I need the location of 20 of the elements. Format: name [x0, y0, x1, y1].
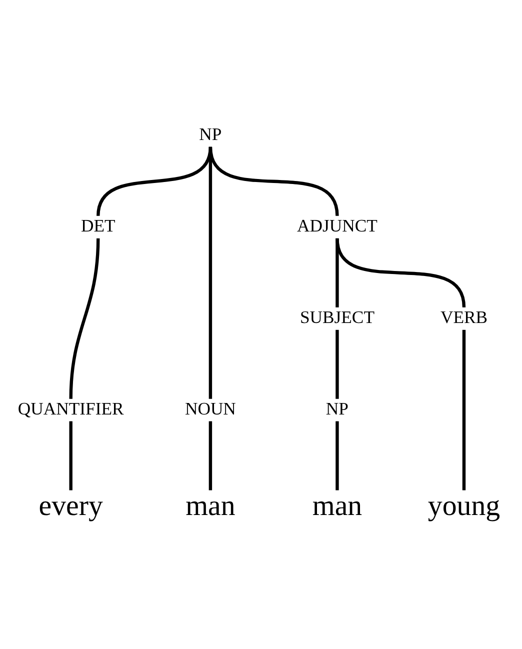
connector: [336, 329, 339, 398]
node-text: NP: [326, 398, 348, 418]
connector: [462, 329, 466, 490]
node-text: every: [38, 489, 103, 522]
connector: [336, 420, 339, 490]
node-text: VERB: [440, 306, 488, 327]
connector: [208, 146, 339, 216]
node-text: DET: [80, 215, 116, 236]
node-text: man: [186, 489, 236, 522]
connector: [336, 238, 466, 308]
connector: [208, 420, 212, 490]
connector: [69, 238, 100, 398]
node-text: young: [428, 489, 500, 522]
node-text: NP: [199, 124, 222, 144]
node-text: NOUN: [184, 398, 236, 418]
node-text: ADJUNCT: [297, 215, 378, 236]
node-text: SUBJECT: [300, 306, 374, 327]
node-text: man: [312, 489, 362, 522]
node-text: QUANTIFIER: [18, 398, 124, 418]
connector: [69, 420, 72, 490]
